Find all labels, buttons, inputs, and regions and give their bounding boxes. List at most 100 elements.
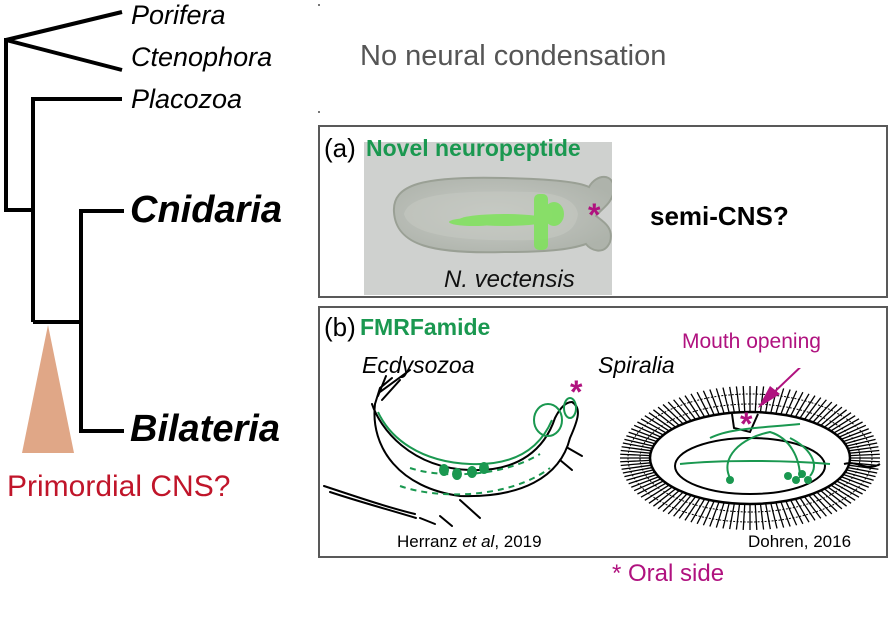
cilium: [621, 446, 652, 452]
oral-side-legend: * Oral side: [612, 560, 725, 587]
cilium: [843, 473, 872, 485]
phylogenetic-tree: [4, 4, 320, 453]
branch-porifera: [5, 10, 123, 42]
cilium: [759, 386, 765, 413]
cilium: [836, 480, 863, 495]
semi-cns-label: semi-CNS?: [650, 201, 789, 231]
cilium: [803, 496, 822, 519]
taxon-porifera: Porifera: [131, 0, 226, 30]
cilium: [722, 502, 730, 529]
cilium: [849, 459, 880, 463]
cilium: [620, 449, 651, 454]
cilium: [823, 409, 848, 428]
cilium: [820, 490, 843, 510]
cilium: [754, 386, 758, 413]
taxon-placozoa: Placozoa: [131, 84, 243, 114]
cilium: [785, 390, 798, 416]
cilium: [621, 464, 652, 470]
cilium: [847, 466, 878, 474]
cilium: [816, 404, 838, 425]
cilium: [644, 484, 670, 501]
cilium: [633, 478, 662, 492]
cilium: [765, 503, 771, 530]
cilium: [640, 418, 667, 434]
ecdysozoa-larva-illustration: [323, 369, 583, 527]
cilium: [652, 488, 677, 507]
cilium: [799, 497, 816, 521]
citation-year: , 2019: [494, 532, 542, 551]
cilium: [812, 401, 833, 423]
cilium: [816, 491, 838, 512]
branch-cnidaria: [79, 209, 124, 433]
cilium: [620, 459, 651, 463]
cilium: [754, 503, 758, 530]
cilium: [735, 386, 741, 413]
cilium: [836, 421, 863, 436]
cilium: [620, 453, 651, 457]
cilium: [709, 501, 720, 527]
cilium: [626, 471, 656, 481]
primordial-triangle: [22, 325, 74, 453]
panel-b-title: FMRFamide: [360, 314, 491, 340]
cilium: [785, 500, 798, 526]
cilium: [667, 401, 688, 423]
cilium: [742, 386, 746, 413]
nematostella-photo: N. vectensis: [364, 142, 616, 295]
cilium: [657, 406, 680, 426]
cilium: [846, 438, 876, 447]
cilium: [637, 421, 664, 436]
cilium: [799, 395, 816, 419]
cilium: [838, 424, 867, 438]
cilium: [702, 500, 715, 526]
cilium: [673, 399, 692, 422]
spiralia-larva-illustration: [620, 368, 881, 530]
cilium: [684, 395, 701, 419]
cilium: [808, 399, 827, 422]
cilium: [823, 488, 848, 507]
cilium: [808, 494, 827, 517]
cilium: [715, 388, 725, 414]
cilium: [803, 397, 822, 420]
clade-ecdysozoa: Ecdysozoa: [362, 352, 475, 378]
cilium: [622, 442, 653, 450]
cilium: [833, 482, 860, 498]
cilium: [684, 497, 701, 521]
spiralia-oral-asterisk-icon: *: [740, 406, 753, 442]
panel-a-title: Novel neuropeptide: [366, 135, 581, 161]
cilium: [847, 442, 878, 450]
branch-root-stem: [4, 38, 33, 212]
cilium: [848, 446, 879, 452]
cilium: [729, 503, 735, 530]
cilium: [759, 503, 765, 530]
cilium: [631, 428, 659, 440]
cilium: [841, 476, 869, 488]
primordial-cns-label: Primordial CNS?: [7, 470, 231, 503]
cilium: [833, 418, 860, 434]
cilium: [770, 502, 778, 529]
cilium: [844, 435, 874, 445]
cilium: [702, 390, 715, 416]
cilium: [830, 415, 856, 432]
cilium: [790, 391, 804, 417]
oral-asterisk-icon: *: [588, 197, 601, 233]
cilium: [722, 387, 730, 414]
cilium: [622, 466, 653, 474]
cilium: [820, 406, 843, 426]
cilium: [742, 503, 746, 530]
no-condensation-bracket: [318, 4, 320, 113]
cilium: [644, 415, 670, 432]
citation-et-al: et al: [462, 532, 495, 551]
cilium: [652, 409, 677, 428]
cilium: [667, 493, 688, 515]
cilium: [735, 503, 741, 530]
branch-placozoa: [31, 97, 122, 322]
cilium: [709, 389, 720, 415]
taxon-ctenophora: Ctenophora: [131, 42, 273, 72]
taxon-bilateria: Bilateria: [130, 408, 280, 450]
cilium: [843, 431, 872, 443]
cilium: [637, 480, 664, 495]
cilium: [844, 471, 874, 481]
citation-author: Herranz: [397, 532, 463, 551]
cilium: [729, 386, 735, 413]
cilium: [775, 388, 785, 414]
